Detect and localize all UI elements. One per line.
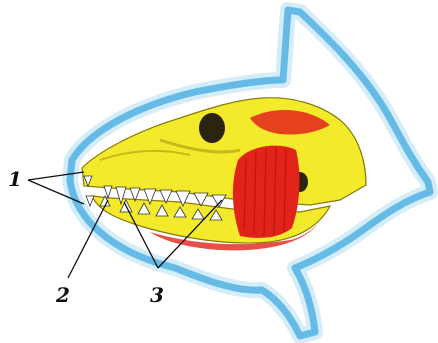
upper-tooth bbox=[212, 195, 226, 207]
label-3: 3 bbox=[150, 283, 164, 307]
incisor bbox=[86, 196, 94, 206]
label-2: 2 bbox=[55, 283, 70, 307]
eye-socket bbox=[199, 113, 225, 143]
label-1: 1 bbox=[8, 167, 22, 191]
